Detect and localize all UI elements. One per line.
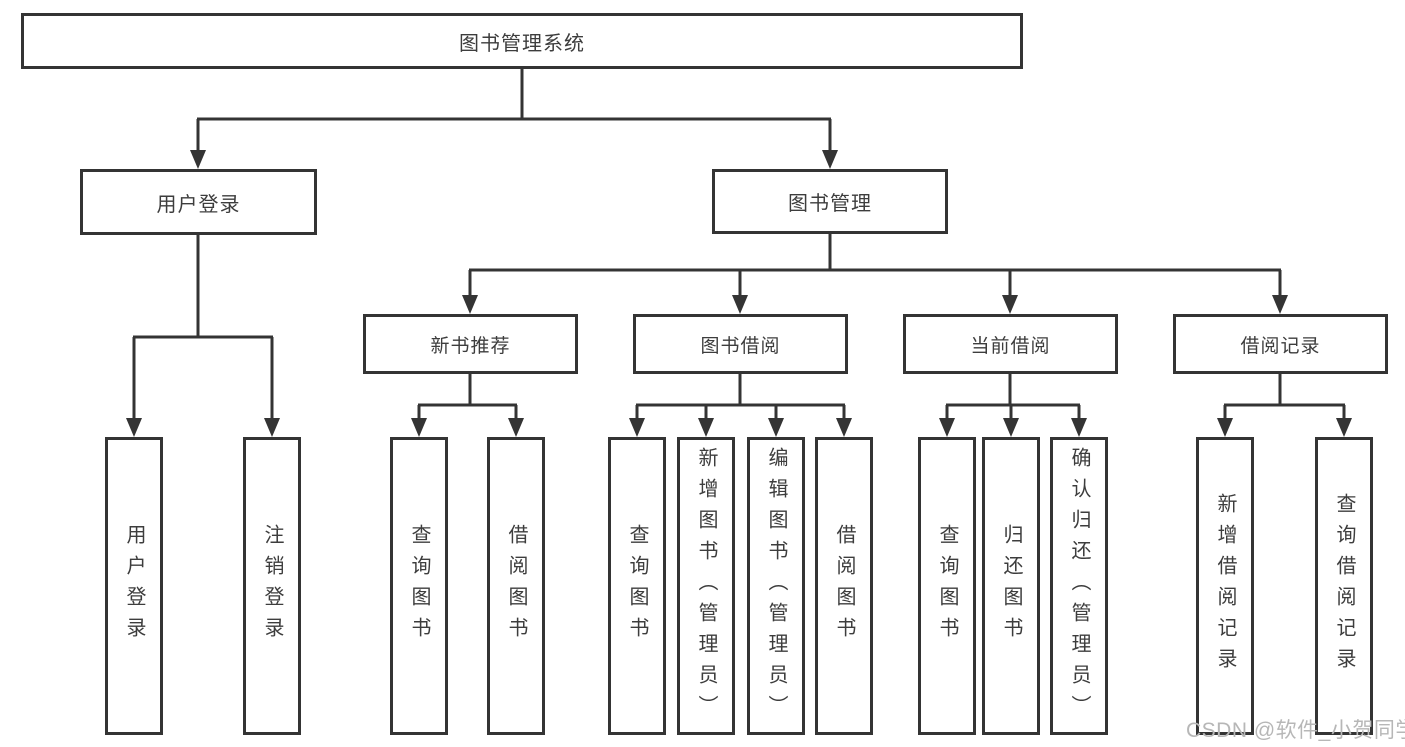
node-borrowing-records-label: 借阅记录 [1240,335,1321,357]
node-root: 图书管理系统 [21,13,1023,69]
leaf-confirm-return-admin-label: 确认归还（管理员） [1068,446,1090,726]
leaf-user-login-label: 用户登录 [123,524,145,648]
leaf-confirm-return-admin: 确认归还（管理员） [1050,437,1108,735]
node-book-borrowing: 图书借阅 [633,314,848,374]
leaf-user-login: 用户登录 [105,437,163,735]
arrowheads [126,150,1352,437]
leaf-query-books-current-label: 查询图书 [936,524,958,648]
node-new-book-recommend: 新书推荐 [363,314,578,374]
leaf-query-borrow-record: 查询借阅记录 [1315,437,1373,735]
node-book-management: 图书管理 [712,169,948,234]
node-book-borrowing-label: 图书借阅 [700,335,781,357]
leaf-borrow-books-borrowing-label: 借阅图书 [833,524,855,648]
leaf-return-book-label: 归还图书 [1000,524,1022,648]
leaf-return-book: 归还图书 [982,437,1040,735]
node-current-borrowing-label: 当前借阅 [970,335,1051,357]
leaf-edit-book-admin: 编辑图书（管理员） [747,437,805,735]
node-current-borrowing: 当前借阅 [903,314,1118,374]
leaf-edit-book-admin-label: 编辑图书（管理员） [765,446,787,726]
leaf-query-books-current: 查询图书 [918,437,976,735]
leaf-query-books-borrowing: 查询图书 [608,437,666,735]
leaf-query-borrow-record-label: 查询借阅记录 [1333,493,1355,679]
leaf-add-borrow-record: 新增借阅记录 [1196,437,1254,735]
leaf-add-book-admin: 新增图书（管理员） [677,437,735,735]
connector-paths [132,69,1346,419]
csdn-watermark: CSDN @软件_小贺同学 [1186,719,1405,742]
leaf-logout: 注销登录 [243,437,301,735]
leaf-query-books-recommend-label: 查询图书 [408,524,430,648]
leaf-add-book-admin-label: 新增图书（管理员） [695,446,717,726]
node-user-login-label: 用户登录 [156,193,241,216]
leaf-query-books-borrowing-label: 查询图书 [626,524,648,648]
node-user-login: 用户登录 [80,169,317,235]
leaf-borrow-books-borrowing: 借阅图书 [815,437,873,735]
node-borrowing-records: 借阅记录 [1173,314,1388,374]
node-new-book-recommend-label: 新书推荐 [430,335,511,357]
leaf-add-borrow-record-label: 新增借阅记录 [1214,493,1236,679]
leaf-borrow-books-recommend-label: 借阅图书 [505,524,527,648]
leaf-borrow-books-recommend: 借阅图书 [487,437,545,735]
leaf-logout-label: 注销登录 [261,524,283,648]
leaf-query-books-recommend: 查询图书 [390,437,448,735]
node-root-label: 图书管理系统 [459,32,585,55]
node-book-management-label: 图书管理 [788,193,872,215]
